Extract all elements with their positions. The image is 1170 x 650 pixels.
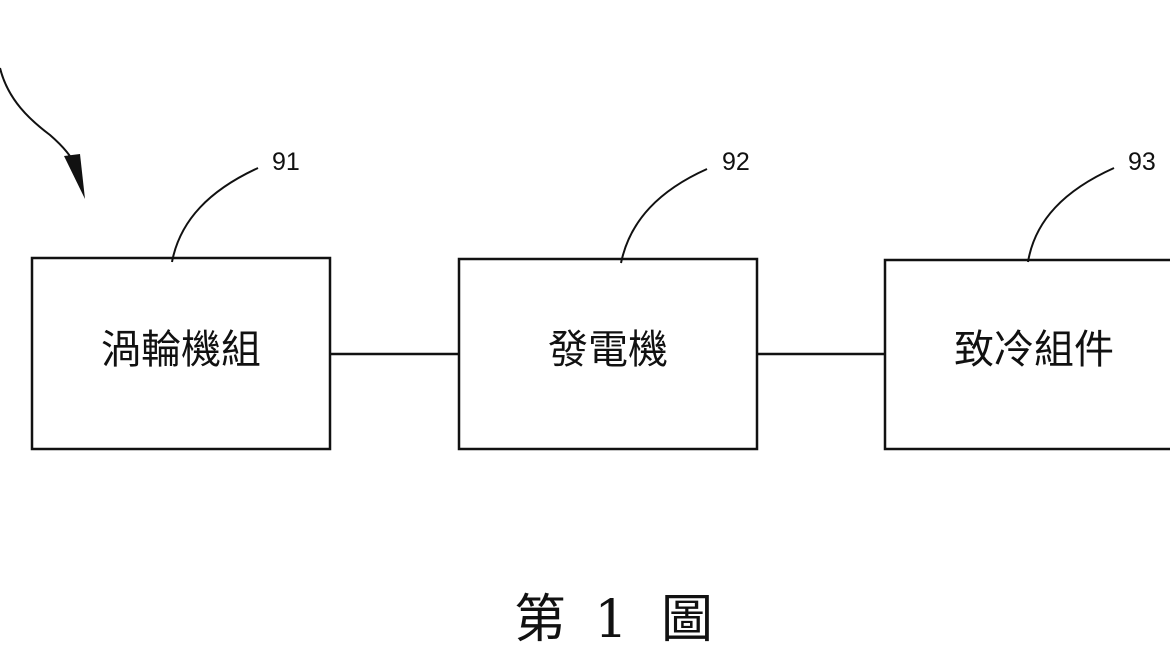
block-label: 發電機 [548,327,668,373]
arrow-curve [0,67,74,163]
block-turbine-unit: 渦輪機組 91 [30,148,332,451]
block-generator: 發電機 92 [457,148,759,451]
caption-prefix: 第 [514,590,566,650]
leader-line [171,167,259,263]
leader-line [1027,167,1115,263]
block-label: 致冷組件 [954,327,1114,373]
block-label: 渦輪機組 [101,327,261,373]
caption-number: 1 [594,590,627,650]
figure-caption: 第 1 圖 [514,590,713,650]
leader-line [620,168,708,264]
arrowhead-icon [64,154,85,199]
caption-suffix: 圖 [661,590,713,650]
block-cooling-component: 致冷組件 93 [883,148,1170,451]
system-pointer-arrow [0,67,85,199]
reference-numeral: 91 [272,148,300,176]
reference-numeral: 93 [1128,148,1156,176]
reference-numeral: 92 [722,148,750,176]
block-frame [883,258,1170,451]
